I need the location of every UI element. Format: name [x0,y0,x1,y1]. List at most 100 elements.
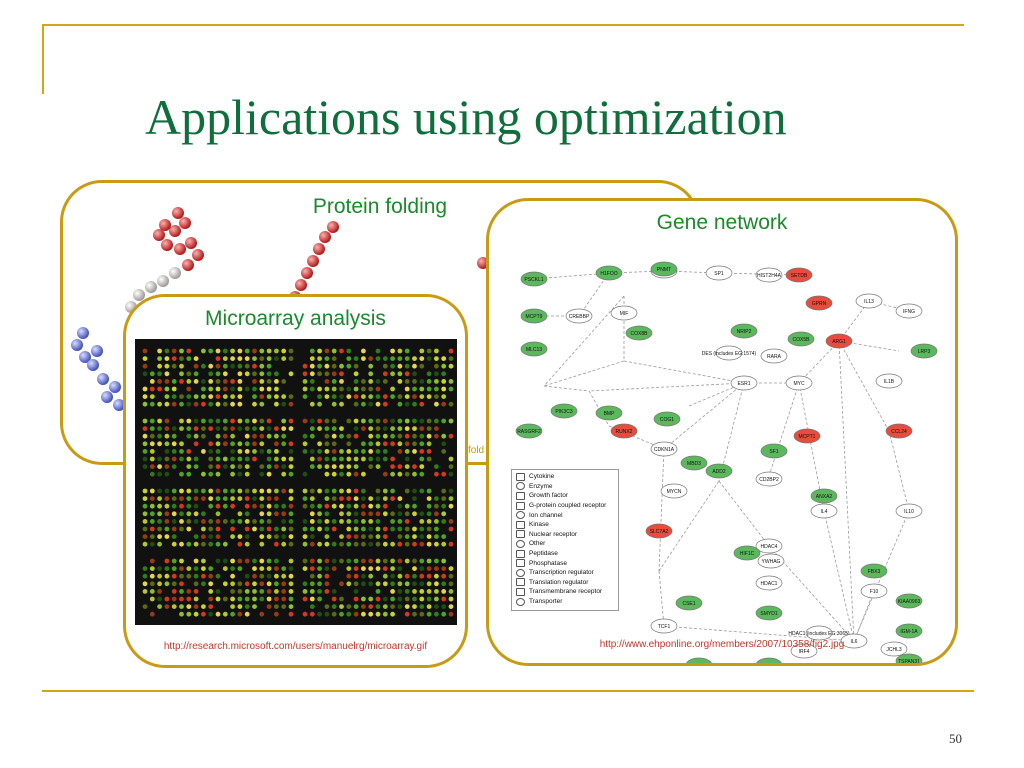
microarray-spot [375,503,381,509]
gene-network-card: Gene network PSCKL1H1FOONR3C1PNMTSP1HIST… [486,198,958,666]
microarray-spot [441,371,447,377]
microarray-spot [208,573,214,579]
gene-node: TSPAN31 [895,653,923,663]
microarray-spot [382,356,388,361]
microarray-spot [171,379,177,384]
microarray-spot [237,464,243,469]
microarray-spot [375,348,381,354]
microarray-spot [157,573,162,579]
microarray-spot [252,604,257,609]
microarray-spot [309,456,315,462]
microarray-spot [419,394,425,399]
microarray-spot [397,348,403,354]
microarray-spot [317,456,322,462]
microarray-spot [266,433,272,439]
microarray-spot [215,379,221,384]
microarray-spot [149,503,155,509]
microarray-spot [142,526,148,532]
microarray-spot [368,534,374,539]
microarray-spot [171,348,177,354]
microarray-spot [346,511,352,517]
microarray-spot [252,488,257,494]
microarray-spot [302,379,308,384]
microarray-spot [397,464,403,469]
microarray-spot [324,488,330,494]
microarray-url[interactable]: http://research.microsoft.com/users/manu… [163,641,428,652]
microarray-spot [426,573,432,579]
gene-node-label: TCF1 [658,624,671,630]
microarray-spot [434,418,439,424]
microarray-spot [230,589,235,594]
microarray-spot [222,363,228,369]
microarray-spot [309,589,315,594]
microarray-spot [266,496,272,501]
microarray-spot [252,401,257,407]
microarray-spot [266,418,272,424]
gene-node-label: RASGRF2 [517,429,541,435]
microarray-spot [193,589,199,594]
microarray-spot [164,386,170,392]
microarray-spot [149,581,155,587]
microarray-spot [397,356,403,361]
microarray-spot [142,566,148,571]
microarray-spot [201,488,206,494]
legend-shape-icon [516,530,525,539]
microarray-spot [426,441,432,447]
microarray-spot [179,471,184,477]
microarray-spot [244,464,250,469]
microarray-spot [361,496,366,501]
microarray-spot [441,488,447,494]
microarray-spot [142,456,148,462]
microarray-spot [434,356,439,361]
microarray-spot [149,449,155,454]
microarray-spot [324,363,330,369]
microarray-spot [259,386,265,392]
microarray-spot [259,573,265,579]
microarray-spot [149,596,155,602]
microarray-spot [434,573,439,579]
microarray-spot [309,488,315,494]
microarray-spot [426,526,432,532]
legend-shape-icon [516,520,525,529]
microarray-spot [201,418,206,424]
microarray-spot [309,449,315,454]
legend-label: Phosphatase [529,559,567,567]
microarray-spot [244,363,250,369]
microarray-spot [331,418,337,424]
microarray-spot [441,363,447,369]
microarray-spot [302,488,308,494]
microarray-spot [142,371,148,377]
microarray-spot [382,534,388,539]
microarray-spot [448,573,454,579]
microarray-spot [288,449,294,454]
microarray-spot [252,566,257,571]
microarray-spot [208,471,214,477]
microarray-spot [419,611,425,617]
gene-node: SETDB [785,267,813,283]
microarray-spot [208,464,214,469]
microarray-spot [288,503,294,509]
microarray-spot [259,394,265,399]
microarray-spot [302,441,308,447]
microarray-spot [281,596,287,602]
microarray-spot [266,371,272,377]
microarray-spot [324,456,330,462]
microarray-spot [171,558,177,564]
microarray-spot [412,503,417,509]
microarray-spot [193,503,199,509]
microarray-spot [317,371,322,377]
gene-network-url[interactable]: http://www.ehponline.org/members/2007/10… [599,639,845,650]
microarray-spot [353,488,359,494]
microarray-spot [353,356,359,361]
microarray-spot [237,348,243,354]
microarray-spot [331,503,337,509]
gene-node-label: IFNG [903,309,915,315]
microarray-spot [382,441,388,447]
gene-node: COG1 [653,411,681,427]
microarray-spot [441,541,447,547]
microarray-spot [157,456,162,462]
microarray-spot [375,611,381,617]
microarray-spot [368,441,374,447]
microarray-spot [266,464,272,469]
microarray-spot [448,519,454,524]
